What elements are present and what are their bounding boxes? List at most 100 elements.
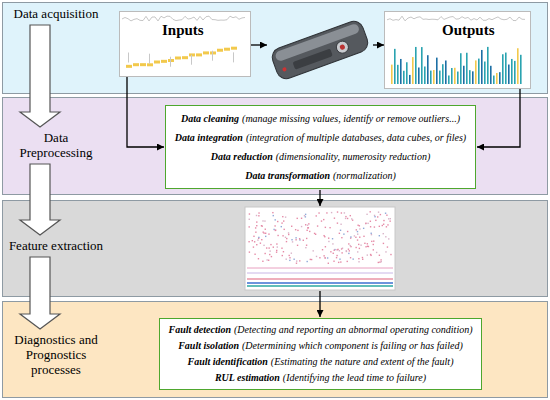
feature-dot [282, 255, 283, 256]
signal-tick [170, 57, 171, 67]
feature-dot [305, 247, 306, 248]
feature-dot [346, 250, 347, 251]
feature-dot [357, 239, 358, 240]
feature-dot [370, 255, 371, 256]
feature-dot [324, 257, 325, 258]
feature-dot [323, 219, 324, 220]
step-description: (Estimating the nature and extent of the… [271, 356, 454, 367]
feature-dot [350, 246, 351, 247]
signal-bar [439, 71, 441, 84]
feature-dot [248, 226, 249, 227]
feature-dot [276, 250, 277, 251]
signal-bar [451, 68, 453, 84]
illustration [245, 19, 395, 290]
feature-dot [367, 246, 368, 247]
feature-dot [348, 248, 349, 249]
feature-dot [261, 239, 262, 240]
feature-line [247, 273, 393, 274]
feature-dot [289, 257, 290, 258]
feature-dot [382, 225, 383, 226]
feature-dot [339, 233, 340, 234]
feature-dot [291, 239, 292, 240]
signal-bar [140, 63, 146, 66]
feature-dot [261, 225, 262, 226]
feature-dot [345, 216, 346, 217]
feature-dot [274, 225, 275, 226]
edge-layer [20, 25, 520, 329]
text-line: Data cleaning(manage missing values, ide… [174, 109, 467, 128]
feature-dot [387, 246, 388, 247]
feature-dot [304, 215, 305, 216]
signal-bar [421, 47, 423, 84]
stage-band: Data cleaning(manage missing values, ide… [2, 97, 548, 195]
signal-bar [457, 72, 459, 84]
feature-dot [339, 250, 340, 251]
feature-dot [286, 241, 287, 242]
chart-title: Inputs [162, 22, 204, 39]
feature-dot [365, 246, 366, 247]
feature-dot [318, 212, 319, 213]
feature-dot [364, 243, 365, 244]
signal-tick [191, 55, 192, 65]
signal-tick [233, 52, 234, 62]
signal-bar [182, 56, 188, 59]
feature-dot [252, 240, 253, 241]
feature-dot [275, 229, 276, 230]
step-description: (Detecting and reporting an abnormal ope… [234, 324, 473, 335]
feature-dot [357, 251, 358, 252]
feature-dot [354, 235, 355, 236]
feature-dot [374, 215, 375, 216]
feature-dot [311, 259, 312, 260]
feature-dot [358, 258, 359, 259]
stage-label: Feature extraction [8, 238, 104, 253]
feature-dot [319, 257, 320, 258]
feature-dot [334, 249, 335, 250]
output-chart: Outputs [385, 12, 530, 88]
feature-dot [371, 241, 372, 242]
feature-dot [373, 244, 374, 245]
feature-dot [351, 218, 352, 219]
signal-tick [128, 53, 129, 63]
feature-line [247, 285, 393, 287]
feature-dot [286, 238, 287, 239]
feature-dot [352, 219, 353, 220]
flow-connector [127, 77, 164, 147]
feature-dot [341, 237, 342, 238]
feature-dot [338, 262, 339, 263]
feature-dot [359, 236, 360, 237]
feature-dot [383, 224, 384, 225]
feature-dot [268, 260, 269, 261]
feature-dot [348, 253, 349, 254]
signal-bar [454, 68, 456, 84]
label-holder: Diagnostics and Prognostics processes [8, 332, 104, 377]
signal-bar [481, 50, 483, 84]
satellite-panel [292, 48, 332, 69]
feature-dot [269, 254, 270, 255]
feature-dot [341, 212, 342, 213]
feature-dot [370, 254, 371, 255]
feature-dot [324, 236, 325, 237]
feature-dot [268, 233, 269, 234]
signal-bar [403, 71, 405, 84]
feature-dot [385, 251, 386, 252]
feature-dot [266, 259, 267, 260]
feature-dot [306, 230, 307, 231]
block-arrow [20, 257, 60, 329]
feature-dot [367, 223, 368, 224]
stage-band: Feature extraction [2, 200, 548, 297]
signal-bar [511, 59, 513, 84]
feature-dot [340, 261, 341, 262]
feature-dot [281, 222, 282, 223]
flow-arrow [319, 190, 320, 206]
feature-dot [356, 229, 357, 230]
feature-dot [350, 245, 351, 246]
feature-dot [355, 237, 356, 238]
signal-bar [502, 54, 504, 84]
feature-dot [258, 215, 259, 216]
signal-bar [427, 55, 429, 84]
text-line: Data integration(integration of multiple… [174, 128, 467, 147]
step-term: Data cleaning [181, 113, 239, 124]
signal-bar [231, 47, 237, 50]
signal-bar [161, 60, 167, 63]
feature-dot [317, 225, 318, 226]
